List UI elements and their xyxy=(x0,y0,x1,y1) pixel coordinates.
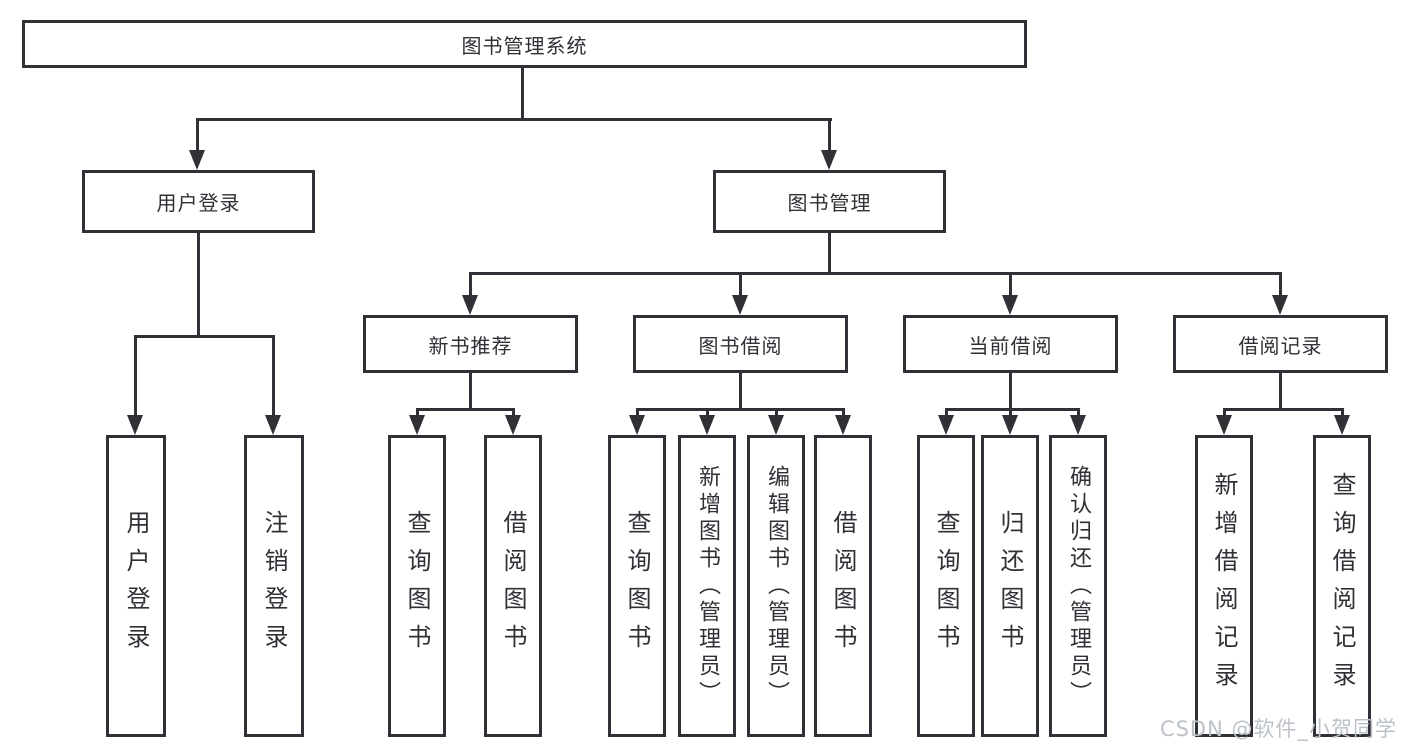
connector-line xyxy=(706,408,709,420)
leaf-user-login: 用户登录 xyxy=(106,435,166,737)
leaf-query-books-recommend: 查询图书 xyxy=(388,435,446,737)
arrow-down-icon xyxy=(127,415,143,435)
connector-line xyxy=(945,408,1080,411)
connector-line xyxy=(828,233,831,272)
connector-line xyxy=(842,408,845,420)
arrow-down-icon xyxy=(821,150,837,170)
connector-line xyxy=(196,118,199,152)
connector-line xyxy=(469,272,472,297)
connector-line xyxy=(945,408,948,420)
leaf-logout: 注销登录 xyxy=(244,435,304,737)
node-book-management-label: 图书管理 xyxy=(787,191,872,215)
connector-line xyxy=(1009,408,1012,420)
connector-line xyxy=(512,408,515,420)
connector-line xyxy=(775,408,778,420)
connector-line xyxy=(197,233,200,335)
connector-line xyxy=(1077,408,1080,420)
arrow-down-icon xyxy=(1070,415,1086,435)
connector-line xyxy=(1223,408,1226,420)
leaf-return-books: 归还图书 xyxy=(981,435,1039,737)
arrow-down-icon xyxy=(938,415,954,435)
connector-line xyxy=(1009,272,1012,297)
leaf-query-books-borrowing: 查询图书 xyxy=(608,435,666,737)
node-current-borrowing-label: 当前借阅 xyxy=(968,333,1053,358)
arrow-down-icon xyxy=(1272,295,1288,315)
arrow-down-icon xyxy=(1334,415,1350,435)
node-new-book-recommendation-label: 新书推荐 xyxy=(428,333,513,358)
leaf-edit-book-admin: 编辑图书（管理员） xyxy=(747,435,805,737)
node-new-book-recommendation: 新书推荐 xyxy=(363,315,578,373)
leaf-borrow-books-borrowing-label: 借阅图书 xyxy=(829,510,857,662)
leaf-query-books-current: 查询图书 xyxy=(917,435,975,737)
connector-line xyxy=(739,373,742,408)
arrow-down-icon xyxy=(462,295,478,315)
node-borrowing-records-label: 借阅记录 xyxy=(1238,333,1323,358)
arrow-down-icon xyxy=(768,415,784,435)
connector-line xyxy=(521,68,524,118)
connector-line xyxy=(739,272,742,297)
leaf-return-books-label: 归还图书 xyxy=(996,510,1024,662)
connector-line xyxy=(469,272,1282,275)
node-user-login-label: 用户登录 xyxy=(156,191,241,215)
leaf-borrow-books-recommend-label: 借阅图书 xyxy=(499,510,527,662)
node-book-borrowing: 图书借阅 xyxy=(633,315,848,373)
arrow-down-icon xyxy=(505,415,521,435)
leaf-query-books-recommend-label: 查询图书 xyxy=(403,510,431,662)
connector-line xyxy=(1009,373,1012,408)
leaf-borrow-books-recommend: 借阅图书 xyxy=(484,435,542,737)
leaf-add-borrow-record-label: 新增借阅记录 xyxy=(1210,472,1238,700)
connector-line xyxy=(1279,272,1282,297)
connector-line xyxy=(416,408,419,420)
connector-line xyxy=(1279,373,1282,408)
leaf-confirm-return-admin: 确认归还（管理员） xyxy=(1049,435,1107,737)
connector-line xyxy=(272,335,275,417)
connector-line xyxy=(636,408,845,411)
leaf-query-books-current-label: 查询图书 xyxy=(932,510,960,662)
arrow-down-icon xyxy=(265,415,281,435)
connector-line xyxy=(196,118,832,121)
arrow-down-icon xyxy=(629,415,645,435)
leaf-query-books-borrowing-label: 查询图书 xyxy=(623,510,651,662)
arrow-down-icon xyxy=(189,150,205,170)
node-book-borrowing-label: 图书借阅 xyxy=(698,333,783,358)
connector-line xyxy=(1223,408,1343,411)
node-borrowing-records: 借阅记录 xyxy=(1173,315,1388,373)
connector-line xyxy=(636,408,639,420)
leaf-edit-book-admin-label: 编辑图书（管理员） xyxy=(764,464,789,708)
leaf-user-login-label: 用户登录 xyxy=(122,510,150,662)
connector-line xyxy=(134,335,137,417)
arrow-down-icon xyxy=(699,415,715,435)
leaf-add-book-admin-label: 新增图书（管理员） xyxy=(695,464,720,708)
connector-line xyxy=(1341,408,1344,420)
watermark-text: CSDN @软件_小贺同学 xyxy=(1159,717,1397,741)
node-root: 图书管理系统 xyxy=(22,20,1027,68)
connector-line xyxy=(469,373,472,408)
node-user-login: 用户登录 xyxy=(82,170,315,233)
arrow-down-icon xyxy=(732,295,748,315)
leaf-borrow-books-borrowing: 借阅图书 xyxy=(814,435,872,737)
arrow-down-icon xyxy=(1216,415,1232,435)
leaf-logout-label: 注销登录 xyxy=(260,510,288,662)
arrow-down-icon xyxy=(1002,295,1018,315)
leaf-confirm-return-admin-label: 确认归还（管理员） xyxy=(1066,464,1091,708)
arrow-down-icon xyxy=(835,415,851,435)
connector-line xyxy=(828,118,831,152)
connector-line xyxy=(416,408,515,411)
leaf-query-borrow-record-label: 查询借阅记录 xyxy=(1328,472,1356,700)
leaf-add-borrow-record: 新增借阅记录 xyxy=(1195,435,1253,737)
node-root-label: 图书管理系统 xyxy=(461,33,588,58)
arrow-down-icon xyxy=(1002,415,1018,435)
arrow-down-icon xyxy=(409,415,425,435)
node-current-borrowing: 当前借阅 xyxy=(903,315,1118,373)
leaf-query-borrow-record: 查询借阅记录 xyxy=(1313,435,1371,737)
node-book-management: 图书管理 xyxy=(713,170,946,233)
leaf-add-book-admin: 新增图书（管理员） xyxy=(678,435,736,737)
connector-line xyxy=(134,335,275,338)
